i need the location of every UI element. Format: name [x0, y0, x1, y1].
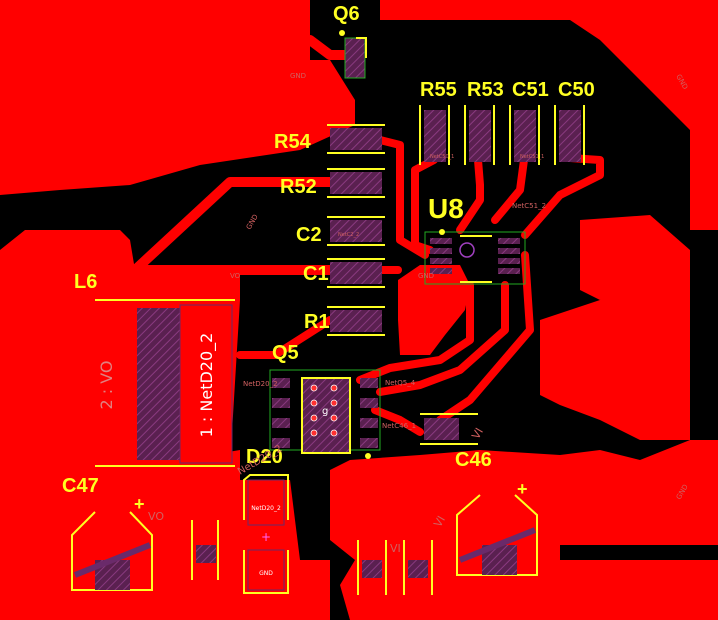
r1-footprint[interactable]	[327, 306, 385, 336]
refdes-c1: C1	[303, 263, 329, 285]
c1-footprint[interactable]	[327, 258, 385, 288]
copper-pour-top-left	[0, 0, 355, 195]
traces	[130, 35, 604, 436]
trace-q6	[305, 35, 350, 60]
net-label-gnd-2: GND	[418, 272, 434, 280]
l6-pad1-label: 1 : NetD20_2	[197, 333, 217, 438]
r54-footprint[interactable]	[327, 124, 385, 154]
refdes-u8: U8	[428, 193, 464, 224]
trace-r53	[456, 156, 484, 234]
trace-q5-r1	[236, 316, 334, 359]
refdes-q6: Q6	[333, 3, 360, 25]
c47-footprint[interactable]	[71, 511, 153, 591]
copper-island-u8	[398, 265, 470, 355]
refdes-r55: R55	[420, 79, 457, 101]
q5-pin-marker: g	[322, 406, 328, 417]
trace-c46	[371, 406, 424, 436]
copper-pour-right-upper	[580, 215, 690, 300]
c2-footprint[interactable]	[327, 216, 385, 246]
refdes-c46: C46	[455, 449, 492, 471]
net-label-vo: VO	[230, 272, 241, 280]
trace-c50	[521, 154, 604, 239]
bottom-resistor-left[interactable]	[191, 520, 219, 580]
refdes-c2: C2	[296, 224, 322, 246]
refdes-r1: R1	[304, 311, 330, 333]
refdes-q5: Q5	[272, 342, 299, 364]
c47-plus-marker: +	[134, 494, 145, 514]
r55-footprint[interactable]	[419, 105, 450, 165]
r52-footprint[interactable]	[327, 168, 385, 198]
refdes-r53: R53	[467, 79, 504, 101]
net-label-gnd-4: GND	[245, 213, 260, 231]
c50-footprint[interactable]	[554, 105, 585, 165]
trace-c51	[491, 156, 528, 224]
l6-pad2-label: 2 : VO	[97, 361, 116, 410]
d20-pad2-label: NetD20_2	[251, 505, 281, 512]
refdes-c47: C47	[62, 475, 99, 497]
net-label-vo-c47: VO	[148, 510, 164, 523]
refdes-d20: D20	[246, 446, 283, 468]
net-label-netc50: NetC50_1	[430, 154, 454, 160]
copper-pour-right	[540, 260, 690, 440]
copper-moat	[560, 545, 718, 560]
c46-footprint[interactable]	[420, 413, 478, 445]
bottom-resistor-vi-2[interactable]	[403, 540, 433, 595]
trace-r52	[130, 177, 335, 275]
net-label-netd20-q5: NetD20_2	[243, 380, 278, 388]
d20-pad1-label: GND	[259, 570, 273, 577]
refdes-l6: L6	[74, 271, 97, 293]
net-label-netc51: NetC51_1	[520, 154, 544, 160]
net-label-netq5: NetQ5_4	[385, 379, 416, 387]
net-label-vi-1: VI	[390, 542, 401, 555]
refdes-c51: C51	[512, 79, 549, 101]
net-label-netc46: NetC46_1	[382, 422, 416, 430]
copper-pour-bottom-right	[330, 440, 718, 620]
copper-pour-top-right	[380, 0, 718, 230]
net-label-netc51-2: NetC51_2	[512, 202, 546, 210]
refdes-r52: R52	[280, 176, 317, 198]
trace-r55	[411, 156, 438, 254]
l6-footprint[interactable]	[95, 299, 235, 467]
refdes-c50: C50	[558, 79, 595, 101]
q6-footprint[interactable]	[339, 30, 367, 79]
refdes-r54: R54	[274, 131, 312, 153]
bottom-resistor-vi-1[interactable]	[357, 540, 387, 595]
trace-netc46	[436, 251, 534, 424]
r53-footprint[interactable]	[464, 105, 495, 165]
d20-footprint[interactable]	[243, 474, 289, 594]
net-label-vi-3: VI	[469, 426, 486, 442]
vi-cap-plus-marker: +	[517, 479, 528, 499]
vi-cap-footprint[interactable]	[456, 494, 538, 576]
net-label-netc2: NetC2_2	[338, 232, 359, 238]
u8-footprint[interactable]	[424, 229, 526, 285]
net-label-gnd-1: GND	[290, 72, 306, 80]
c51-footprint[interactable]	[509, 105, 540, 165]
trace-netc2	[376, 281, 509, 396]
q5-footprint[interactable]	[269, 369, 381, 459]
d20-plus-marker: +	[261, 530, 271, 544]
